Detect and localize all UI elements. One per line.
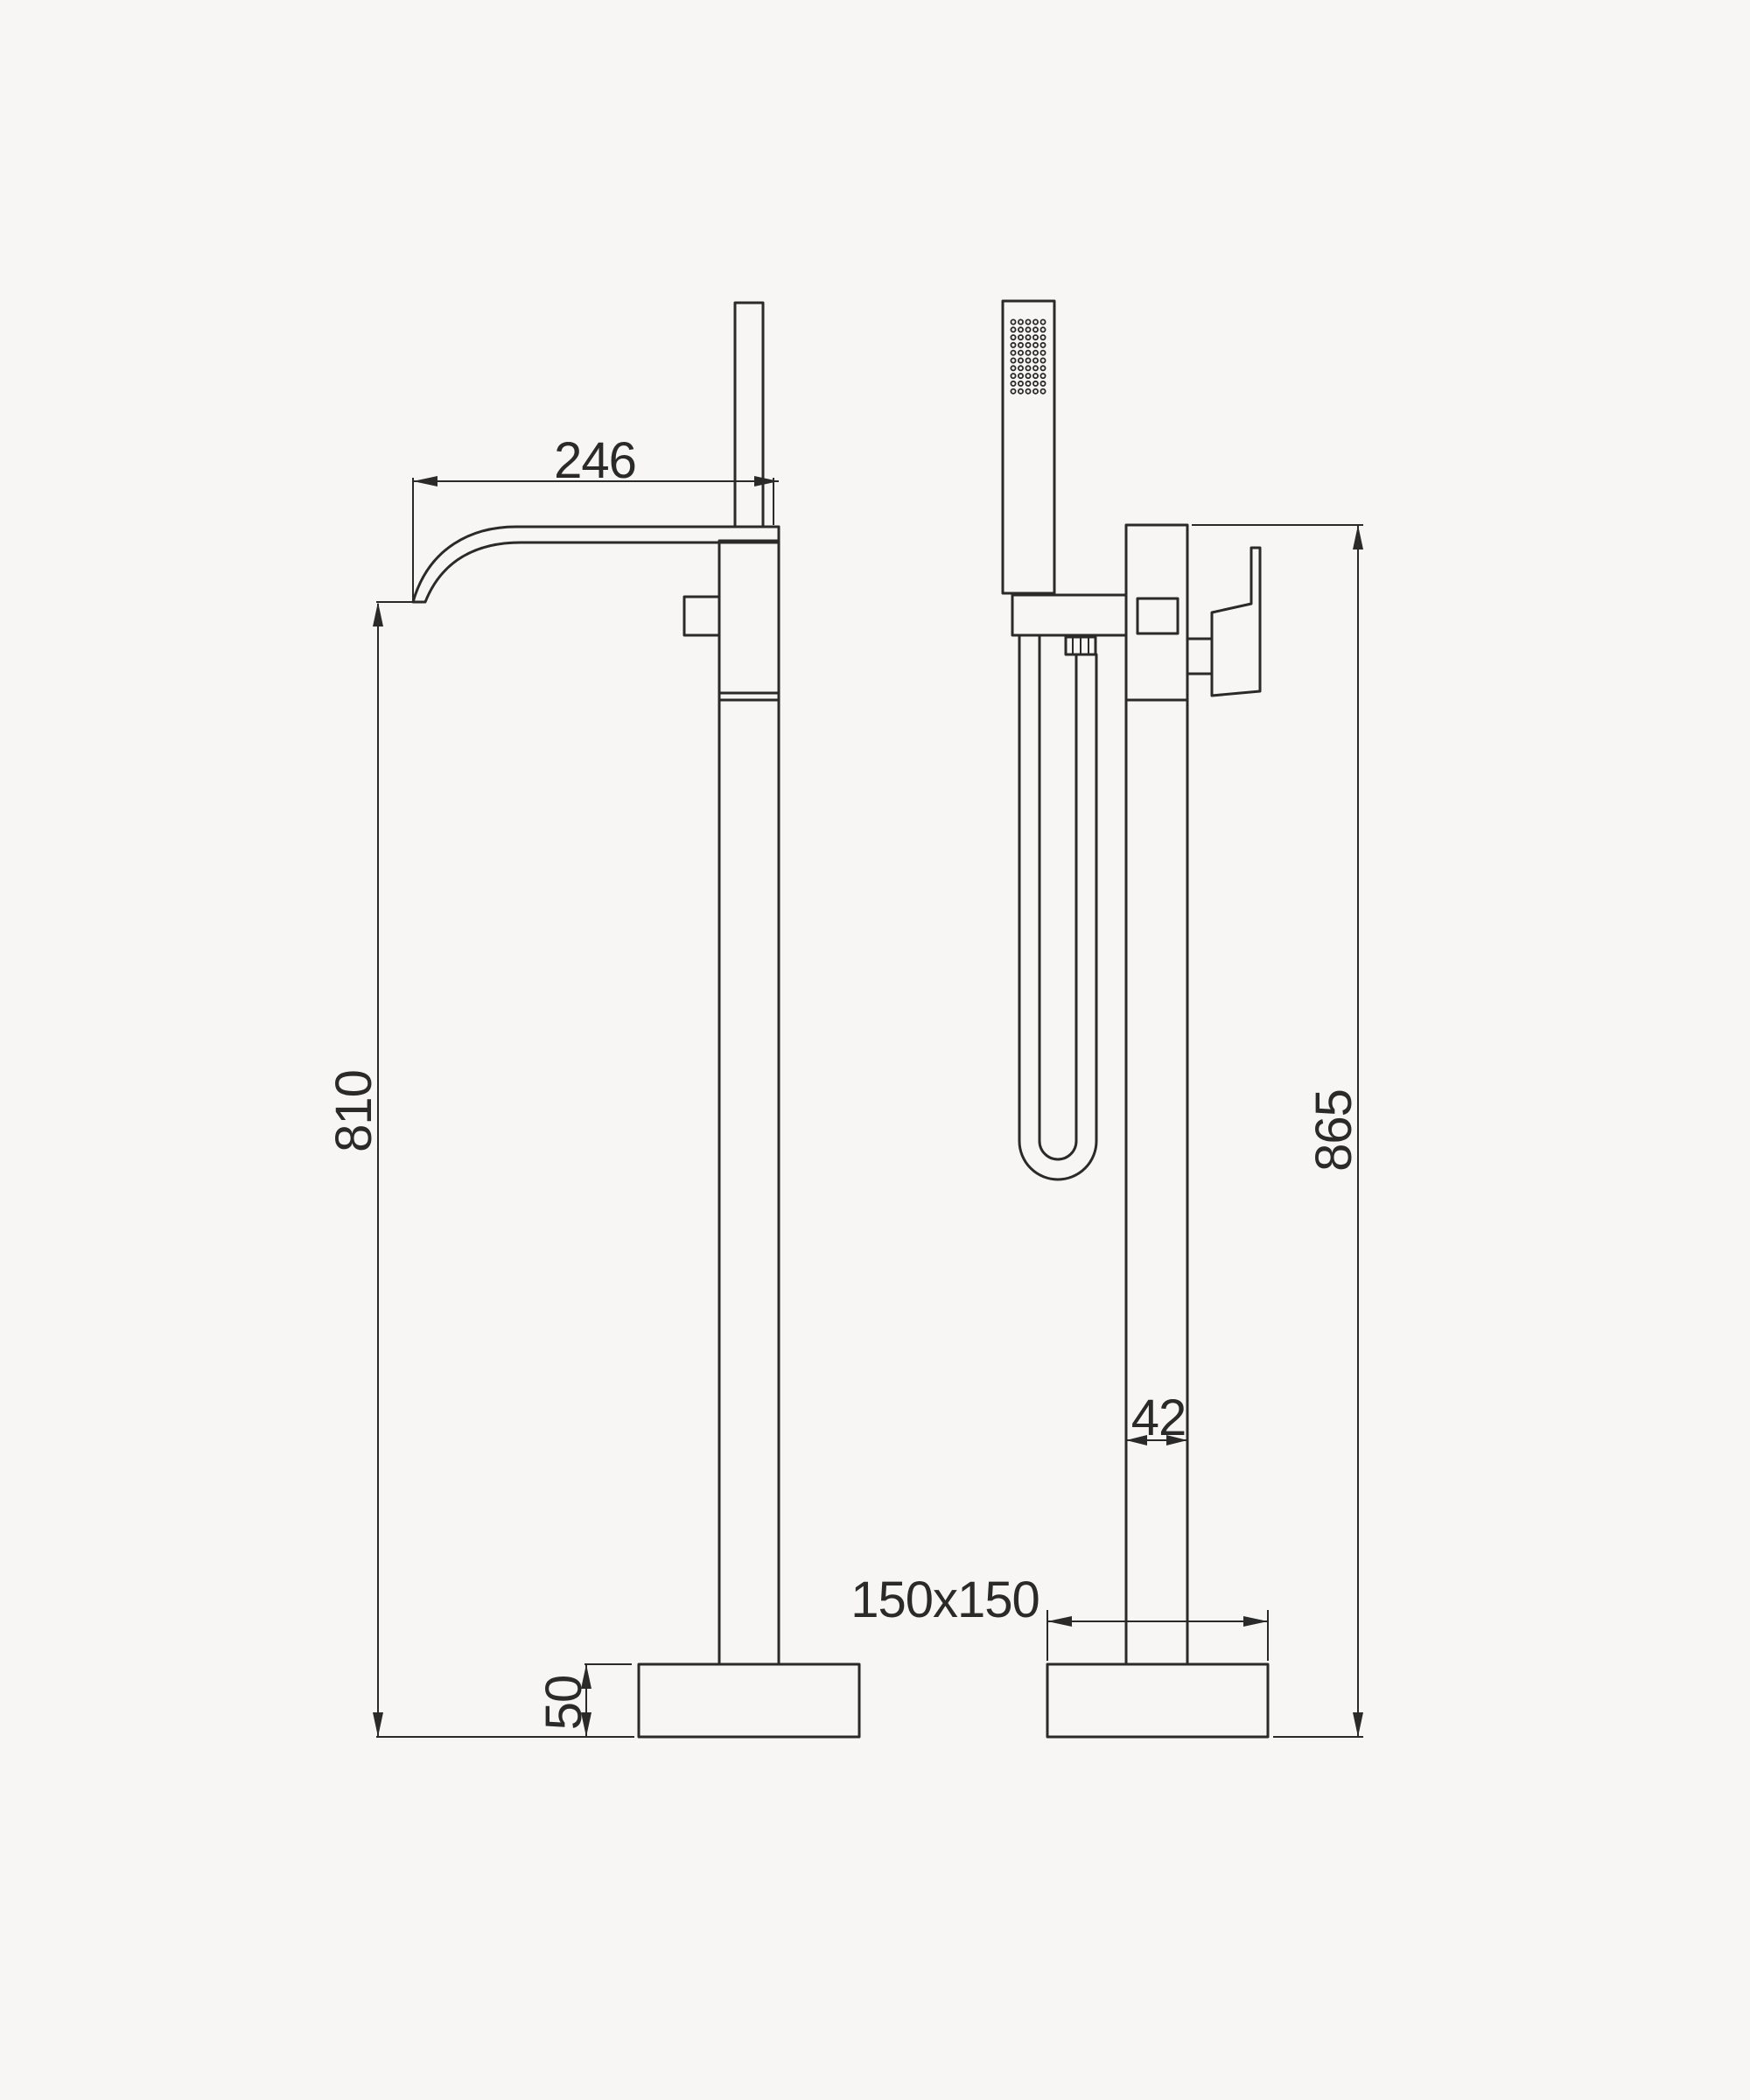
spray-nozzle: [1010, 357, 1017, 364]
left-base-block: [637, 1662, 861, 1739]
spray-nozzle: [1032, 318, 1040, 326]
spray-nozzle: [1032, 365, 1040, 372]
spray-nozzle: [1010, 373, 1017, 380]
spray-nozzle: [1032, 373, 1040, 380]
spray-nozzle: [1025, 380, 1032, 387]
spray-nozzle: [1018, 349, 1025, 356]
spray-nozzle: [1018, 318, 1025, 326]
spray-nozzle: [1018, 334, 1025, 341]
left-view: [411, 301, 861, 1739]
spray-nozzle: [1018, 341, 1025, 348]
spray-nozzle: [1010, 334, 1017, 341]
spray-nozzle: [1018, 326, 1025, 333]
right-bracket-box: [1136, 597, 1180, 635]
spray-nozzle: [1040, 318, 1046, 326]
spray-nozzle: [1032, 357, 1040, 364]
dim-base-height: 50: [536, 1676, 592, 1731]
right-column: [1124, 698, 1189, 1666]
dim-base-size: 150x150: [850, 1572, 1040, 1628]
spray-nozzle: [1040, 357, 1046, 364]
spray-nozzle: [1040, 380, 1046, 387]
left-column: [718, 698, 780, 1666]
spray-nozzle: [1032, 326, 1040, 333]
dim-spout-reach: 246: [554, 432, 636, 489]
shower-hose: [1018, 634, 1098, 1181]
spray-nozzle: [1040, 341, 1046, 348]
spray-nozzle: [1025, 365, 1032, 372]
spray-nozzle: [1025, 334, 1032, 341]
spray-nozzle: [1032, 334, 1040, 341]
spray-nozzle: [1040, 373, 1046, 380]
spray-nozzle: [1018, 388, 1025, 395]
right-view: [1001, 299, 1270, 1739]
spray-nozzle: [1025, 388, 1032, 395]
left-control-knob: [682, 595, 721, 637]
dim-left-height: 810: [326, 1070, 382, 1152]
left-waterfall-spout: [411, 525, 780, 604]
spray-nozzle: [1025, 373, 1032, 380]
spray-nozzle: [1025, 349, 1032, 356]
spray-nozzle: [1018, 365, 1025, 372]
dimensions: 246 810 50 865 42 150x150: [326, 432, 1363, 1738]
spray-nozzle: [1040, 326, 1046, 333]
hand-shower-head: [1001, 299, 1056, 595]
spray-nozzle: [1032, 380, 1040, 387]
spray-nozzle: [1025, 357, 1032, 364]
spray-nozzle: [1025, 341, 1032, 348]
spray-nozzle: [1018, 380, 1025, 387]
spray-nozzle: [1010, 380, 1017, 387]
right-shower-bracket: [1011, 593, 1128, 637]
spray-nozzle: [1032, 349, 1040, 356]
spray-nozzle: [1040, 349, 1046, 356]
spray-nozzle: [1018, 373, 1025, 380]
spray-nozzle: [1040, 388, 1046, 395]
spray-nozzle: [1018, 357, 1025, 364]
spray-nozzle: [1025, 318, 1032, 326]
spray-nozzle: [1025, 326, 1032, 333]
spray-nozzle: [1032, 341, 1040, 348]
spray-nozzles: [1010, 318, 1046, 395]
right-base-block: [1046, 1662, 1270, 1739]
spray-nozzle: [1010, 326, 1017, 333]
dim-right-height: 865: [1306, 1089, 1362, 1172]
spray-nozzle: [1010, 341, 1017, 348]
spray-nozzle: [1040, 334, 1046, 341]
spray-nozzle: [1010, 365, 1017, 372]
spray-nozzle: [1010, 318, 1017, 326]
spray-nozzle: [1010, 388, 1017, 395]
dim-pipe-diameter: 42: [1131, 1390, 1186, 1446]
left-mixer-body: [718, 539, 780, 702]
lever-handle: [1186, 546, 1262, 697]
spray-nozzle: [1040, 365, 1046, 372]
spray-nozzle: [1032, 388, 1040, 395]
spray-nozzle: [1010, 349, 1017, 356]
left-handshower-rod: [733, 301, 765, 528]
